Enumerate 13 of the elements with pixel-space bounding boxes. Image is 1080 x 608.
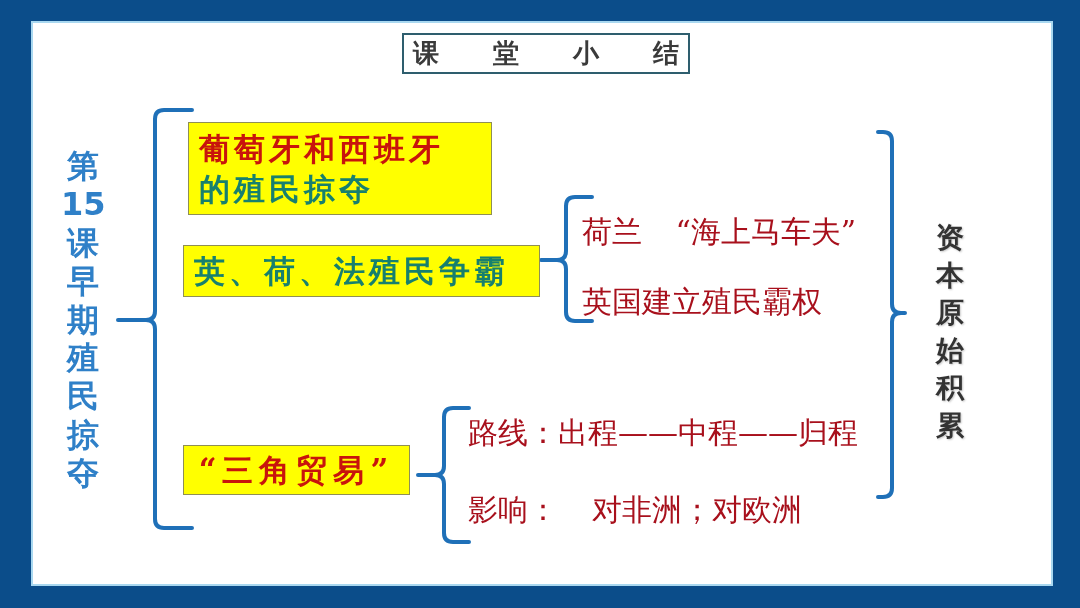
box-text: 英、荷、法殖民争霸 [194,252,509,291]
vertical-note: 资本原始积累 [936,220,964,444]
vertical-heading: 第15课早期殖民掠夺 [60,147,107,493]
heading: 课 堂 小 结 [402,33,690,74]
box-text: 葡萄牙和西班牙的殖民掠夺 [199,129,445,209]
highlight-box [183,445,410,495]
list-item-text: 影响： 对非洲；对欧洲 [468,492,802,528]
highlight-box [188,122,492,215]
highlight-box [183,245,540,297]
list-item-text: 英国建立殖民霸权 [582,284,822,320]
list-item-text: 荷兰 “海上马车夫” [582,214,857,250]
box-text: “三角贸易” [198,451,395,490]
list-item-text: 路线：出程——中程——归程 [468,415,858,451]
